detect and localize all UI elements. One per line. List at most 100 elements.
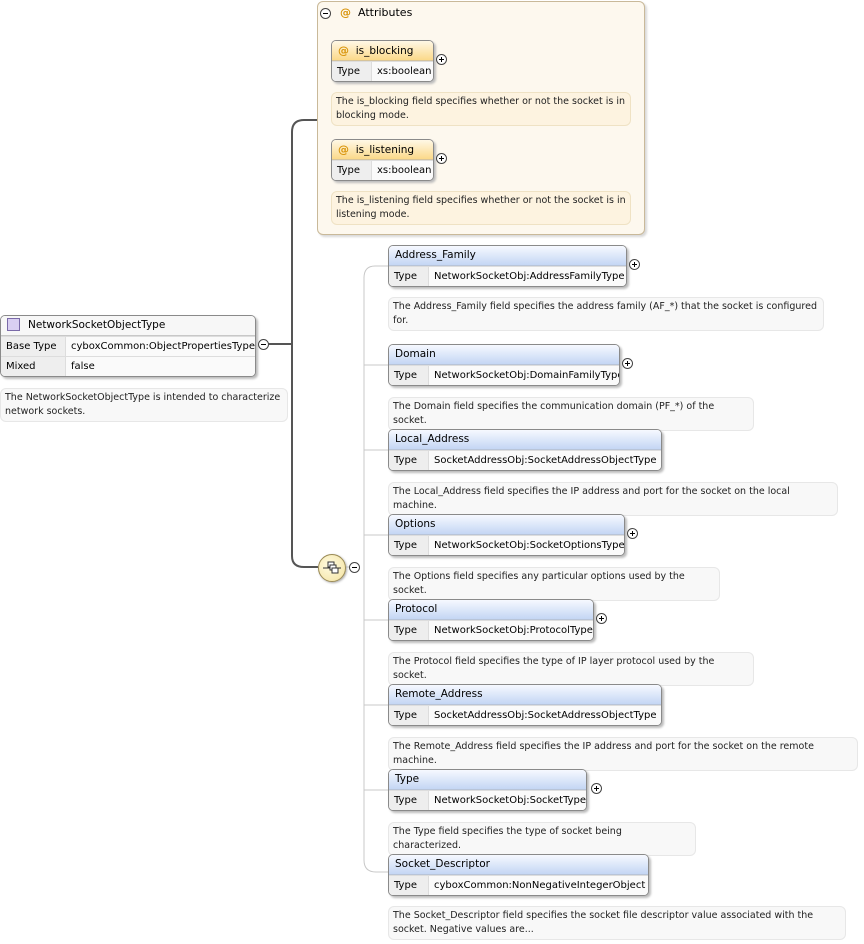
element-header: Remote_Address xyxy=(389,685,661,705)
description-line: blocking mode. xyxy=(336,110,409,121)
attribute-type-row: Type xs:boolean xyxy=(332,160,433,180)
description-line: The is_listening field specifies whether… xyxy=(336,195,626,206)
row-value: NetworkSocketObj:SocketType xyxy=(429,791,586,810)
row-value: NetworkSocketObj:DomainFamilyType xyxy=(429,366,619,385)
element-type-row: Type NetworkSocketObj:ProtocolType xyxy=(389,620,593,640)
collapse-sequence-icon[interactable] xyxy=(349,562,360,573)
element-box-socket-descriptor[interactable]: Socket_Descriptor Type cyboxCommon:NonNe… xyxy=(388,854,649,896)
element-description: The Protocol field specifies the type of… xyxy=(388,652,754,686)
element-type-row: Type NetworkSocketObj:SocketOptionsType xyxy=(389,535,624,555)
row-key: Type xyxy=(389,451,429,470)
expand-type-icon[interactable] xyxy=(591,783,602,794)
element-description: The Type field specifies the type of soc… xyxy=(388,822,696,856)
description-line: The Remote_Address field specifies the I… xyxy=(393,741,814,766)
element-header: Domain xyxy=(389,345,619,365)
row-value: SocketAddressObj:SocketAddressObjectType xyxy=(429,706,661,725)
attribute-type-row: Type xs:boolean xyxy=(332,61,433,81)
element-header: Protocol xyxy=(389,600,593,620)
element-header: Options xyxy=(389,515,624,535)
attribute-header: @ is_listening xyxy=(332,140,433,160)
description-line: The is_blocking field specifies whether … xyxy=(336,96,626,107)
element-box-options[interactable]: Options Type NetworkSocketObj:SocketOpti… xyxy=(388,514,625,556)
description-line: The Type field specifies the type of soc… xyxy=(393,826,622,851)
attributes-label: Attributes xyxy=(358,6,413,19)
row-key: Type xyxy=(389,791,429,810)
row-value: cyboxCommon:ObjectPropertiesType xyxy=(66,337,255,356)
attribute-box-is-blocking[interactable]: @ is_blocking Type xs:boolean xyxy=(331,40,434,82)
main-type-row: Mixed false xyxy=(1,356,255,376)
element-box-address-family[interactable]: Address_Family Type NetworkSocketObj:Add… xyxy=(388,245,627,287)
row-key: Type xyxy=(389,706,429,725)
row-value: NetworkSocketObj:AddressFamilyType xyxy=(429,267,626,286)
row-key: Mixed xyxy=(1,357,66,376)
description-line: network sockets. xyxy=(5,406,86,417)
sequence-glyph xyxy=(323,561,341,574)
attribute-icon: @ xyxy=(338,143,349,156)
main-type-box[interactable]: NetworkSocketObjectType Base Type cyboxC… xyxy=(0,315,256,377)
element-description: The Options field specifies any particul… xyxy=(388,567,720,601)
row-key: Type xyxy=(332,161,372,180)
description-line: The Address_Family field specifies the a… xyxy=(393,301,817,312)
expand-protocol-icon[interactable] xyxy=(596,613,607,624)
element-description: The Socket_Descriptor field specifies th… xyxy=(388,906,846,940)
element-box-protocol[interactable]: Protocol Type NetworkSocketObj:ProtocolT… xyxy=(388,599,594,641)
element-header: Socket_Descriptor xyxy=(389,855,648,875)
main-type-name: NetworkSocketObjectType xyxy=(28,319,166,331)
attribute-name: is_listening xyxy=(355,144,415,156)
element-description: The Domain field specifies the communica… xyxy=(388,397,754,431)
row-value: NetworkSocketObj:SocketOptionsType xyxy=(429,536,624,555)
element-header: Local_Address xyxy=(389,430,661,450)
element-box-local-address[interactable]: Local_Address Type SocketAddressObj:Sock… xyxy=(388,429,662,471)
description-line: listening mode. xyxy=(336,209,410,220)
description-line: for. xyxy=(393,315,409,326)
element-description: The Address_Family field specifies the a… xyxy=(388,297,824,331)
row-value: cyboxCommon:NonNegativeIntegerObject ... xyxy=(429,876,648,895)
row-key: Type xyxy=(389,267,429,286)
row-value: NetworkSocketObj:ProtocolType xyxy=(429,621,593,640)
element-box-type[interactable]: Type Type NetworkSocketObj:SocketType xyxy=(388,769,587,811)
element-box-domain[interactable]: Domain Type NetworkSocketObj:DomainFamil… xyxy=(388,344,620,386)
row-key: Type xyxy=(389,536,429,555)
row-key: Type xyxy=(389,366,429,385)
row-key: Type xyxy=(389,876,429,895)
element-type-row: Type NetworkSocketObj:AddressFamilyType xyxy=(389,266,626,286)
description-line: The Local_Address field specifies the IP… xyxy=(393,486,790,511)
expand-options-icon[interactable] xyxy=(627,528,638,539)
complex-type-icon xyxy=(7,317,20,331)
element-description: The Local_Address field specifies the IP… xyxy=(388,482,838,516)
expand-domain-icon[interactable] xyxy=(622,358,633,369)
row-key: Type xyxy=(332,62,372,81)
expand-is-blocking-icon[interactable] xyxy=(436,54,447,65)
description-line: The NetworkSocketObjectType is intended … xyxy=(5,392,281,403)
expand-address-family-icon[interactable] xyxy=(629,259,640,270)
row-key: Base Type xyxy=(1,337,66,356)
element-type-row: Type SocketAddressObj:SocketAddressObjec… xyxy=(389,705,661,725)
attribute-icon: @ xyxy=(338,44,349,57)
element-box-remote-address[interactable]: Remote_Address Type SocketAddressObj:Soc… xyxy=(388,684,662,726)
row-value: SocketAddressObj:SocketAddressObjectType xyxy=(429,451,661,470)
main-type-description: The NetworkSocketObjectType is intended … xyxy=(0,388,288,422)
row-value: xs:boolean xyxy=(372,161,433,180)
attribute-description: The is_listening field specifies whether… xyxy=(331,191,631,225)
element-type-row: Type cyboxCommon:NonNegativeIntegerObjec… xyxy=(389,875,648,895)
collapse-attributes-icon[interactable] xyxy=(320,8,331,19)
branch-connector xyxy=(291,119,318,568)
attribute-icon: @ xyxy=(340,6,351,19)
element-header: Type xyxy=(389,770,586,790)
row-key: Type xyxy=(389,621,429,640)
description-line: The Protocol field specifies the type of… xyxy=(393,656,715,681)
attribute-box-is-listening[interactable]: @ is_listening Type xs:boolean xyxy=(331,139,434,181)
sequence-compositor-icon[interactable] xyxy=(318,554,346,582)
element-type-row: Type NetworkSocketObj:DomainFamilyType xyxy=(389,365,619,385)
attributes-title: @ Attributes xyxy=(340,6,412,19)
main-type-header: NetworkSocketObjectType xyxy=(1,316,255,336)
row-value: xs:boolean xyxy=(372,62,433,81)
element-description: The Remote_Address field specifies the I… xyxy=(388,737,858,771)
collapse-main-icon[interactable] xyxy=(258,339,269,350)
element-type-row: Type NetworkSocketObj:SocketType xyxy=(389,790,586,810)
element-header: Address_Family xyxy=(389,246,626,266)
main-type-row: Base Type cyboxCommon:ObjectPropertiesTy… xyxy=(1,336,255,356)
expand-is-listening-icon[interactable] xyxy=(436,153,447,164)
description-line: The Options field specifies any particul… xyxy=(393,571,685,596)
